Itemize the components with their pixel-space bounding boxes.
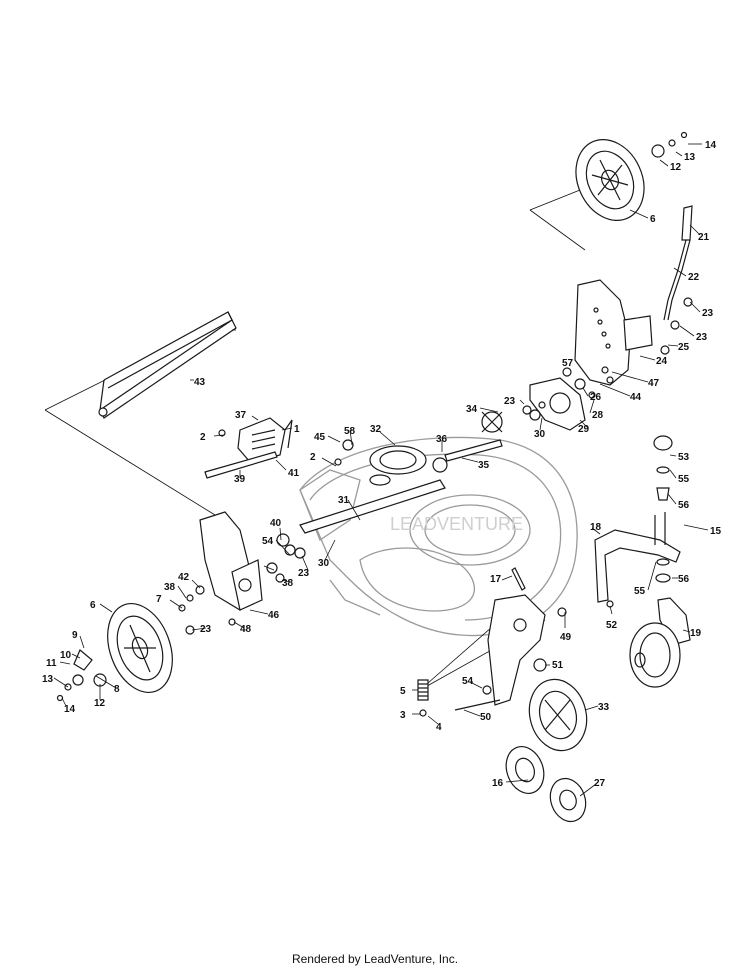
callout-26: 26 [590, 392, 602, 403]
callout-23-left: 23 [298, 568, 310, 579]
callout-53: 53 [678, 452, 690, 463]
callout-12-top: 12 [670, 162, 682, 173]
front-axle [299, 439, 503, 534]
callout-34: 34 [466, 404, 478, 415]
front-caster-bracket [482, 567, 614, 706]
callout-43: 42 [178, 572, 190, 583]
callout-7: 7 [156, 594, 162, 605]
hub-cap-top [651, 131, 688, 158]
callout-39: 38 [164, 582, 176, 593]
callout-18: 18 [590, 522, 602, 533]
callout-11: 11 [46, 658, 57, 669]
callout-25: 25 [678, 342, 690, 353]
callout-15: 15 [710, 526, 722, 537]
front-axle-bar [594, 512, 681, 603]
callout-6-top: 6 [650, 214, 656, 225]
callout-37: 37 [235, 410, 247, 421]
svg-text:LEADVENTURE: LEADVENTURE [390, 514, 523, 534]
callout-1: 1 [294, 424, 300, 435]
rear-wheel-top [575, 139, 645, 221]
callout-28: 28 [592, 410, 604, 421]
wheel-cover [505, 746, 545, 794]
mower-deck: LEADVENTURE [299, 436, 578, 637]
callout-40: 39 [234, 474, 246, 485]
callout-55-top: 55 [678, 474, 690, 485]
callout-16: 16 [492, 778, 504, 789]
callout-3: 3 [400, 710, 406, 721]
callout-23-right: 23 [696, 332, 708, 343]
height-adjust-lever [663, 205, 693, 330]
callout-57: 57 [562, 358, 574, 369]
drive-sprocket [481, 401, 546, 433]
callout-58: 58 [344, 426, 356, 437]
callout-23-plate: 23 [504, 396, 516, 407]
callout-23-wheel: 23 [200, 624, 212, 635]
rendered-by-footer: Rendered by LeadVenture, Inc. [291, 952, 459, 966]
callout-24: 24 [656, 356, 668, 367]
caster-hardware [653, 435, 673, 583]
callout-33: 33 [598, 702, 610, 713]
callout-4: 4 [436, 722, 442, 733]
rear-baffle [98, 311, 237, 419]
callout-31: 31 [338, 495, 350, 506]
callout-29: 29 [578, 424, 590, 435]
callout-2-mid: 2 [310, 452, 316, 463]
callout-14-top: 14 [705, 140, 717, 151]
front-caster-wheel [528, 678, 588, 752]
callout-19: 19 [690, 628, 702, 639]
spring-bracket [204, 417, 293, 479]
callout-6-left: 6 [90, 600, 96, 611]
callout-44: 43 [194, 377, 206, 388]
callout-21: 22 [688, 272, 700, 283]
callout-20: 21 [698, 232, 710, 243]
callout-36: 36 [436, 434, 448, 445]
callout-32: 32 [370, 424, 382, 435]
left-height-bracket [178, 511, 306, 635]
callout-22: 23 [702, 308, 714, 319]
callout-38: 38 [282, 578, 294, 589]
callout-5: 5 [400, 686, 406, 697]
callout-54-left: 54 [262, 536, 274, 547]
callout-47: 45 [314, 432, 326, 443]
callout-17: 17 [490, 574, 502, 585]
callout-14-left: 14 [64, 704, 76, 715]
callout-13-top: 13 [684, 152, 696, 163]
callout-12-left: 12 [94, 698, 106, 709]
callout-52: 52 [606, 620, 618, 631]
callout-27: 27 [594, 778, 606, 789]
callout-49: 49 [560, 632, 572, 643]
callout-54-front: 54 [462, 676, 474, 687]
rear-wheel-left [107, 602, 173, 694]
callout-8: 8 [114, 684, 120, 695]
callout-48-right: 47 [648, 378, 660, 389]
callout-35: 35 [478, 460, 490, 471]
callout-10: 10 [60, 650, 72, 661]
callout-30-right: 30 [534, 429, 546, 440]
callout-56-bottom: 56 [678, 574, 690, 585]
front-caster-right [629, 597, 691, 688]
drive-plate [529, 367, 614, 431]
callout-51: 51 [552, 660, 564, 671]
pulley [334, 439, 427, 486]
callout-13-left: 13 [42, 674, 54, 685]
callout-2-left: 2 [200, 432, 206, 443]
callout-42: 41 [288, 468, 300, 479]
hub-cap-front [549, 777, 587, 823]
callout-9: 9 [72, 630, 78, 641]
callout-56-top: 56 [678, 500, 690, 511]
callout-leaders [53, 143, 709, 797]
height-adjust-bracket [574, 279, 670, 386]
caster-spring [417, 679, 501, 717]
callout-50: 50 [480, 712, 492, 723]
callout-48-left: 48 [240, 624, 252, 635]
callout-55-bottom: 55 [634, 586, 646, 597]
callout-labels: 14 13 12 6 21 22 23 23 25 24 47 44 57 26… [42, 140, 722, 789]
callout-46: 46 [268, 610, 280, 621]
callout-45: 44 [630, 392, 642, 403]
callout-30-left: 30 [318, 558, 330, 569]
callout-41: 40 [270, 518, 282, 529]
